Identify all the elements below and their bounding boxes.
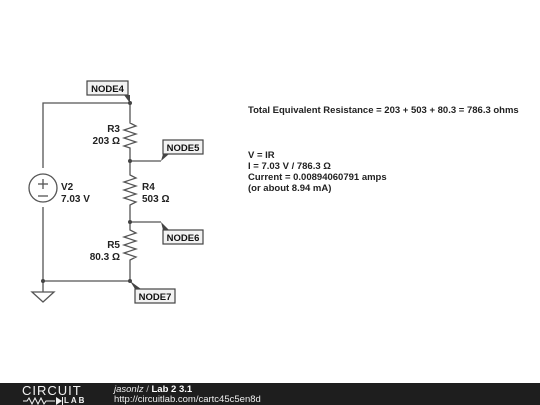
node-tag-node6[interactable]: NODE6 (161, 222, 204, 245)
junction-ground (41, 279, 45, 283)
footer-title-line: jasonlz / Lab 2 3.1 (114, 384, 192, 395)
node7-label: NODE7 (139, 292, 172, 303)
node-tag-node7[interactable]: NODE7 (130, 281, 176, 304)
wire-top (42, 102, 131, 168)
current-approx-text: (or about 8.94 mA) (248, 183, 332, 194)
resistor-r4 (121, 172, 139, 210)
circuit-title-link[interactable]: Lab 2 3.1 (151, 384, 193, 395)
title-separator: / (143, 384, 152, 395)
r5-value: 80.3 Ω (90, 252, 120, 263)
v2-name: V2 (61, 182, 74, 193)
node-tag-node4[interactable]: NODE4 (86, 80, 130, 103)
junctions (41, 101, 132, 283)
node4-label: NODE4 (91, 84, 124, 95)
ground-icon (30, 291, 56, 303)
resistor-r5 (121, 225, 139, 264)
footer-bar: CIRCUIT LAB jasonlz / Lab 2 3.1 http://c… (0, 383, 540, 405)
footer-url[interactable]: http://circuitlab.com/cartc45c5en8d (114, 394, 261, 405)
circuit-schematic: NODE4 NODE5 NODE6 NODE7 R3 203 Ω R4 503 … (28, 80, 204, 304)
node-tag-node5[interactable]: NODE5 (161, 139, 204, 161)
r4-value: 503 Ω (142, 194, 169, 205)
resistance-note: Total Equivalent Resistance = 203 + 503 … (248, 105, 519, 116)
node6-label: NODE6 (167, 233, 200, 244)
node5-label: NODE5 (167, 143, 200, 154)
logo-circuit-text: CIRCUIT (22, 383, 82, 398)
r3-value: 203 Ω (93, 136, 120, 147)
junction-node5 (128, 159, 132, 163)
logo-lab-text: LAB (64, 396, 87, 405)
resistor-r3 (121, 120, 139, 150)
v2-value: 7.03 V (61, 194, 90, 205)
voltage-source-v2 (28, 173, 58, 203)
logo-waveform-icon (23, 396, 63, 405)
current-calculation-note: V = IR I = 7.03 V / 786.3 Ω Current = 0.… (248, 150, 387, 194)
resistance-note-text: Total Equivalent Resistance = 203 + 503 … (248, 105, 519, 116)
author-link[interactable]: jasonlz (114, 384, 144, 395)
current-value-text: Current = 0.00894060791 amps (248, 172, 387, 183)
r5-name: R5 (107, 240, 120, 251)
junction-node6 (128, 220, 132, 224)
r4-name: R4 (142, 182, 155, 193)
ohms-law-text: V = IR (248, 150, 275, 161)
r3-name: R3 (107, 124, 120, 135)
current-equation-text: I = 7.03 V / 786.3 Ω (248, 161, 331, 172)
wires (42, 102, 161, 292)
